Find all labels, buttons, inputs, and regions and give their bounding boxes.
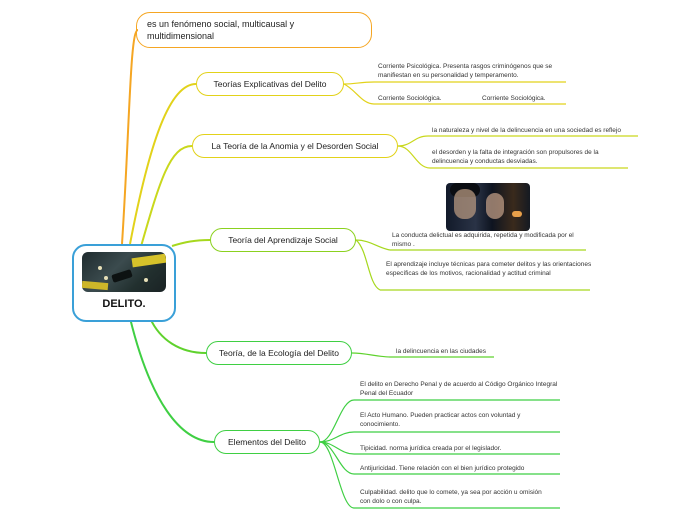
intro-node[interactable]: es un fenómeno social, multicausal y mul… [136, 12, 372, 48]
note-anomia-desorden[interactable]: el desorden y la falta de integración so… [432, 149, 599, 165]
note-delincuencia-ciudades[interactable]: la delincuencia en las ciudades [396, 348, 486, 355]
topic-label: Teoría del Aprendizaje Social [228, 235, 338, 245]
root-node[interactable]: DELITO. [72, 244, 176, 322]
note-corriente-sociologica-b[interactable]: Corriente Sociológica. [482, 95, 546, 102]
note-acto-humano[interactable]: El Acto Humano. Pueden practicar actos c… [360, 412, 521, 428]
topic-label: Teorías Explicativas del Delito [213, 79, 327, 89]
topic-label: Teoría, de la Ecología del Delito [218, 348, 340, 358]
connector-elementos-5 [319, 441, 355, 509]
connector-anomia [139, 145, 193, 251]
crime-scene-image [82, 252, 166, 292]
connector-elementos-1 [319, 399, 355, 443]
connector-aprendizaje [171, 239, 211, 247]
note-tipicidad[interactable]: Tipicidad. norma jurídica creada por el … [360, 445, 502, 452]
connector-elementos [129, 317, 215, 443]
note-culpabilidad[interactable]: Culpabilidad. delito que lo comete, ya s… [360, 489, 542, 505]
topic-elementos[interactable]: Elementos del Delito [214, 430, 320, 454]
topic-label: La Teoría de la Anomia y el Desorden Soc… [211, 141, 379, 151]
connector-anomia-2 [397, 145, 431, 169]
people-photo [446, 183, 530, 231]
connector-teorias-2 [343, 83, 375, 105]
note-corriente-sociologica-a[interactable]: Corriente Sociológica. [378, 95, 442, 102]
connector-ecologia-1 [351, 352, 391, 358]
root-label: DELITO. [102, 298, 146, 310]
connector-teorias-1 [343, 81, 375, 85]
connector-anomia-1 [397, 135, 429, 147]
topic-label: Elementos del Delito [228, 437, 306, 447]
connector-teorias [129, 83, 197, 245]
topic-ecologia[interactable]: Teoría, de la Ecología del Delito [206, 341, 352, 365]
connector-elementos-4 [319, 441, 355, 475]
note-aprendizaje-tecnicas[interactable]: El aprendizaje incluye técnicas para com… [386, 261, 592, 277]
connector-intro [121, 29, 139, 245]
note-antijuricidad[interactable]: Antijuricidad. Tiene relación con el bie… [360, 465, 525, 472]
note-corriente-psicologica[interactable]: Corriente Psicológica. Presenta rasgos c… [378, 63, 553, 79]
note-anomia-naturaleza[interactable]: la naturaleza y nivel de la delincuencia… [432, 127, 621, 134]
connector-aprendizaje-1 [355, 239, 391, 251]
note-delito-derecho-penal[interactable]: El delito en Derecho Penal y de acuerdo … [360, 381, 558, 397]
topic-teorias-explicativas[interactable]: Teorías Explicativas del Delito [196, 72, 344, 96]
topic-aprendizaje-social[interactable]: Teoría del Aprendizaje Social [210, 228, 356, 252]
connector-ecologia [149, 317, 207, 354]
topic-anomia[interactable]: La Teoría de la Anomia y el Desorden Soc… [192, 134, 398, 158]
connector-aprendizaje-2 [355, 239, 381, 291]
note-conducta-adquirida[interactable]: La conducta delictual es adquirida, repe… [392, 232, 574, 248]
